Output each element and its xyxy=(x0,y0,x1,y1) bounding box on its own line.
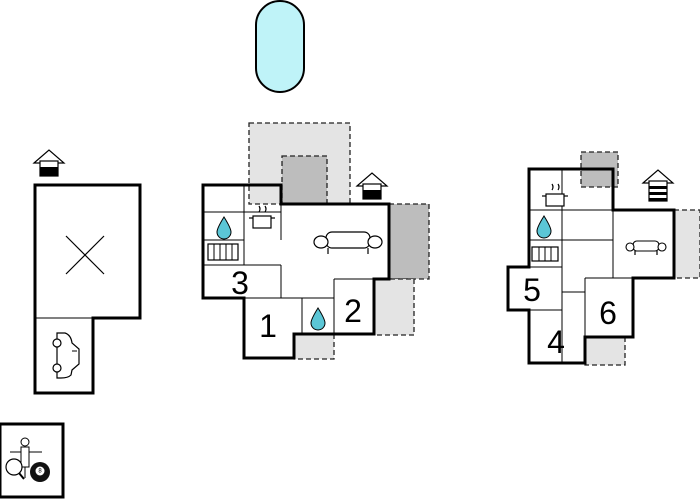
right-building xyxy=(506,167,676,365)
room-number-3: 3 xyxy=(231,265,249,301)
garage-building xyxy=(33,183,142,395)
games-room: 8 xyxy=(0,422,65,499)
middle-building xyxy=(201,183,391,360)
entrance-icon xyxy=(641,169,675,202)
sofa-icon xyxy=(313,231,383,254)
room-number-1: 1 xyxy=(259,308,277,344)
radiator-icon xyxy=(531,246,559,262)
water-drop-icon xyxy=(536,215,552,239)
empty-room-cross-icon xyxy=(65,235,105,275)
room-number-5: 5 xyxy=(523,272,541,308)
entrance-icon xyxy=(32,149,66,177)
svg-text:8: 8 xyxy=(38,469,42,475)
water-drop-icon xyxy=(310,307,326,331)
room-number-6: 6 xyxy=(599,295,617,331)
terraces-middle xyxy=(248,122,430,360)
room-number-2: 2 xyxy=(344,293,362,329)
terraces-right xyxy=(580,151,700,366)
car-icon xyxy=(52,332,80,379)
water-drop-icon xyxy=(216,216,232,240)
cooking-pot-icon xyxy=(542,183,568,207)
table-tennis-icon xyxy=(5,437,42,480)
radiator-icon xyxy=(207,243,239,261)
pool-icon xyxy=(255,0,305,93)
entrance-icon xyxy=(355,172,389,200)
cooking-pot-icon xyxy=(249,205,275,229)
room-number-4: 4 xyxy=(547,324,565,360)
sofa-icon xyxy=(625,240,667,255)
billiard-ball-icon: 8 xyxy=(30,462,50,482)
